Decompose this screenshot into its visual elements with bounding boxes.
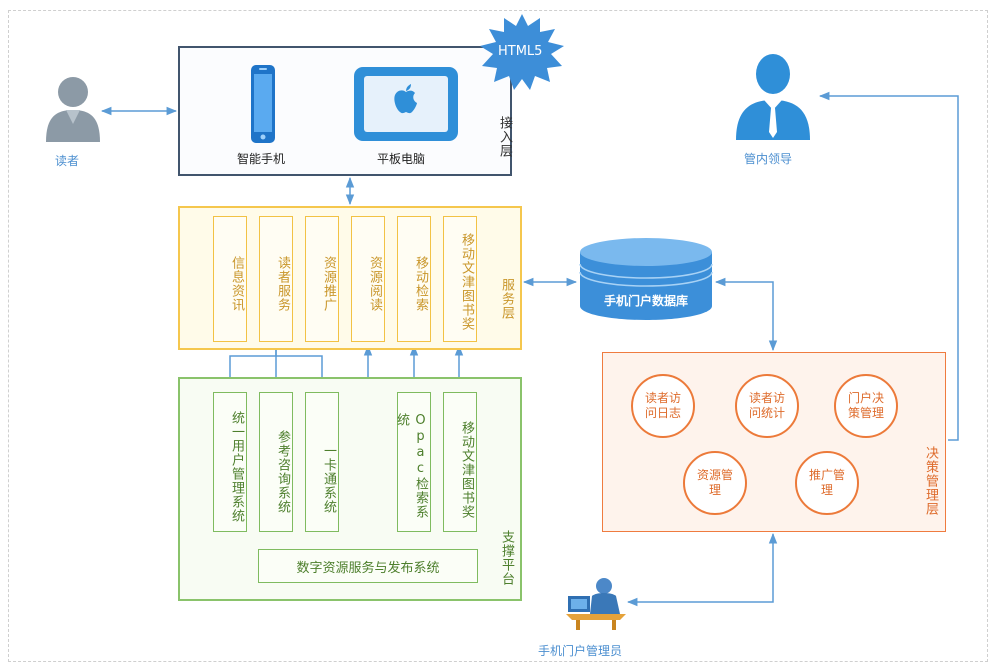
tablet-icon	[354, 67, 458, 141]
admin-label: 手机门户管理员	[538, 644, 623, 658]
support-item-wenjin: 移动文津图书奖	[443, 392, 477, 532]
admin-figure	[566, 574, 630, 630]
support-item-opac: Opac检索系统	[394, 392, 431, 532]
smartphone	[250, 64, 276, 144]
smartphone-label: 智能手机	[237, 152, 286, 166]
admin-decision-link	[626, 532, 778, 607]
decision-leader-link	[818, 91, 959, 441]
decision-item-promotion-mgmt: 推广管理	[795, 451, 859, 515]
leader-figure	[730, 52, 816, 142]
support-item-card: 一卡通系统	[305, 392, 339, 532]
decision-item-resource-mgmt: 资源管理	[683, 451, 747, 515]
service-item-reading: 资源阅读	[351, 216, 385, 342]
html5-badge: HTML5	[476, 12, 568, 92]
db-decision-link	[714, 277, 778, 352]
service-item-reader: 读者服务	[259, 216, 293, 342]
tablet-label: 平板电脑	[377, 152, 426, 166]
smartphone-icon	[251, 65, 275, 143]
admin-at-computer-icon	[566, 578, 626, 630]
support-layer-label: 支撑平台	[499, 530, 514, 586]
reader-figure	[38, 72, 108, 144]
support-item-reference: 参考咨询系统	[259, 392, 293, 532]
access-layer-label: 接入层	[497, 116, 512, 158]
reader-label: 读者	[55, 154, 80, 168]
service-layer-label: 服务层	[499, 278, 514, 320]
leader-label: 管内领导	[744, 152, 793, 166]
html5-label: HTML5	[498, 44, 543, 59]
database-icon	[579, 238, 713, 320]
starburst-icon	[480, 14, 564, 90]
leader-icon	[736, 54, 810, 140]
service-item-promotion: 资源推广	[305, 216, 339, 342]
decision-layer-label: 决策管理层	[923, 446, 938, 516]
service-item-search: 移动检索	[397, 216, 431, 342]
database-label: 手机门户数据库	[604, 294, 689, 308]
tablet	[353, 66, 459, 142]
decision-item-access-stats: 读者访问统计	[735, 374, 799, 438]
decision-item-portal-decision: 门户决策管理	[834, 374, 898, 438]
database: 手机门户数据库	[578, 236, 714, 322]
decision-item-access-log: 读者访问日志	[631, 374, 695, 438]
reader-icon	[46, 77, 100, 142]
publish-system: 数字资源服务与发布系统	[258, 549, 478, 583]
service-item-wenjin: 移动文津图书奖	[443, 216, 477, 342]
diagram-frame	[8, 10, 988, 662]
support-item-uum: 统一用户管理系统	[213, 392, 247, 532]
access-layer	[178, 46, 512, 176]
service-item-info: 信息资讯	[213, 216, 247, 342]
